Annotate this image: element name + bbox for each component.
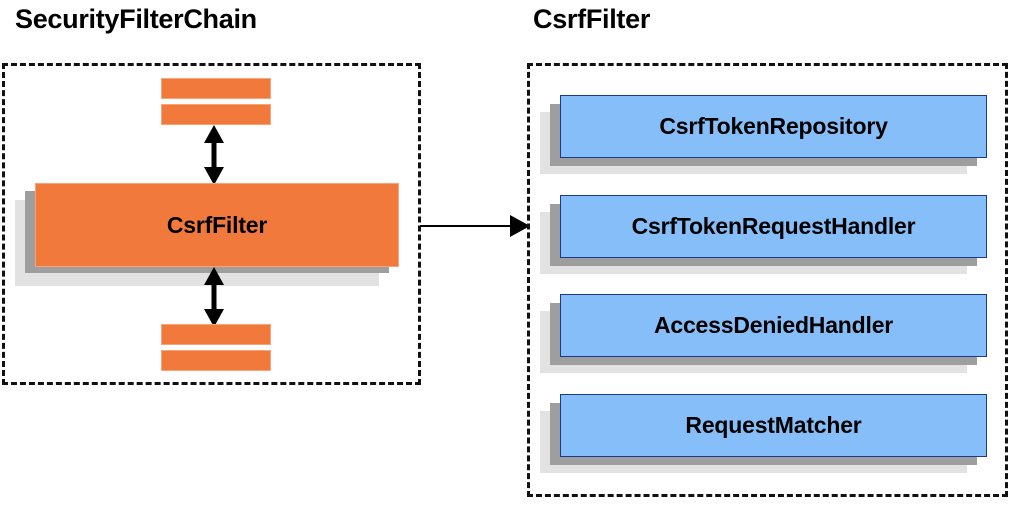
- collaborator-box-csrf-token-repository[interactable]: CsrfTokenRepository: [560, 95, 987, 158]
- filter-bar-bottom-2: [161, 350, 271, 371]
- collaborator-box-access-denied-handler[interactable]: AccessDeniedHandler: [560, 294, 987, 357]
- collaborator-box-csrf-token-request-handler[interactable]: CsrfTokenRequestHandler: [560, 195, 987, 258]
- filter-bar-top-2: [161, 104, 271, 125]
- collaborator-label: CsrfTokenRepository: [659, 113, 888, 139]
- collaborator-label: CsrfTokenRequestHandler: [631, 213, 916, 239]
- collaborator-box-request-matcher[interactable]: RequestMatcher: [560, 394, 987, 457]
- connector-arrow-chain-to-csrf: [420, 215, 530, 237]
- collaborator-label: AccessDeniedHandler: [653, 312, 894, 338]
- csrf-filter-collaborators-container: [527, 63, 1008, 497]
- filter-bar-top-1: [161, 78, 271, 99]
- csrf-filter-box-label: CsrfFilter: [166, 211, 268, 238]
- double-arrow-below-csrf-filter: [204, 267, 224, 327]
- collaborator-label: RequestMatcher: [685, 412, 862, 438]
- security-filter-chain-container: [2, 63, 421, 385]
- double-arrow-above-csrf-filter: [204, 125, 224, 185]
- filter-bar-bottom-1: [161, 324, 271, 345]
- section-title-csrf-filter: CsrfFilter: [533, 4, 651, 34]
- section-title-security-filter-chain: SecurityFilterChain: [15, 4, 257, 34]
- csrf-filter-box[interactable]: CsrfFilter: [35, 183, 399, 267]
